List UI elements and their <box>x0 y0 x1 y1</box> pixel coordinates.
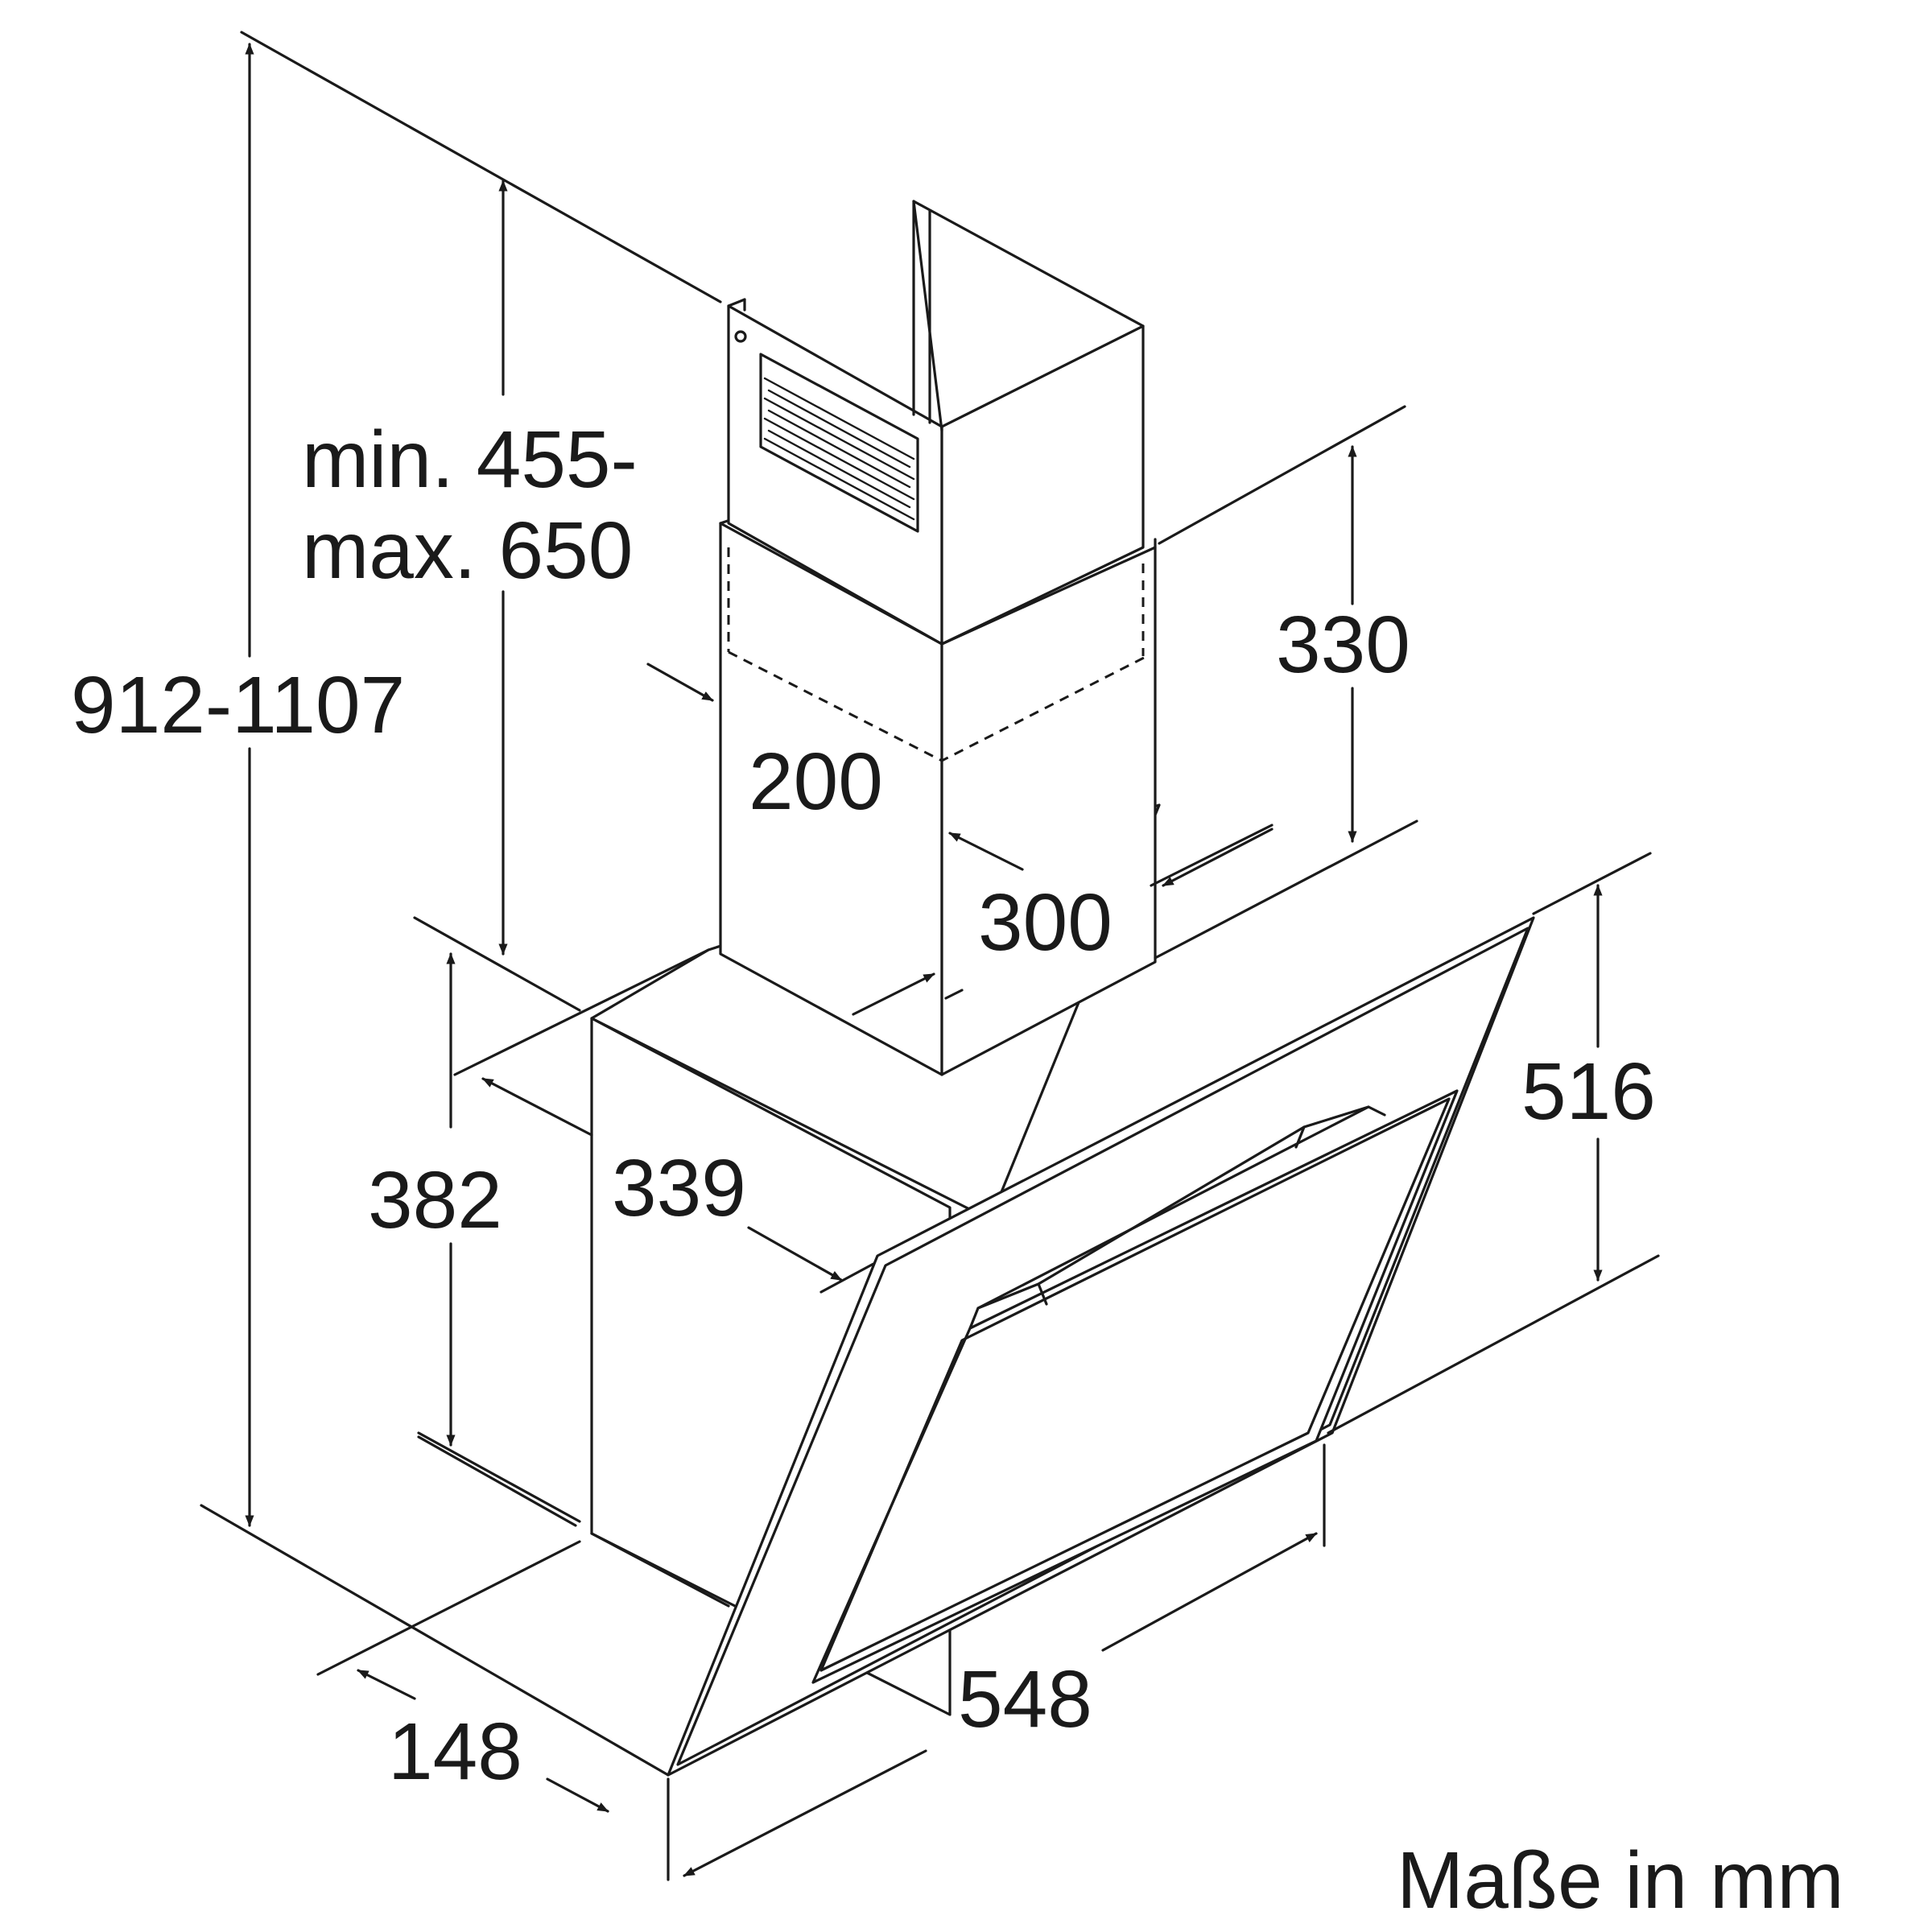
lower-duct-side <box>940 546 1157 1076</box>
chimney <box>719 200 1157 1076</box>
label-body-depth: 339 <box>612 1143 746 1233</box>
label-chimney-range-max: max. 650 <box>302 506 633 596</box>
label-body-height: 382 <box>368 1155 502 1245</box>
units-note: Maße in mm <box>1397 1835 1844 1926</box>
label-glass-height: 516 <box>1521 1046 1656 1137</box>
label-bottom-depth: 148 <box>388 1707 522 1797</box>
dimension-lines <box>245 43 1603 1877</box>
dimension-labels: 912-1107 min. 455- max. 650 200 300 330 … <box>71 415 1844 1926</box>
label-total-height: 912-1107 <box>71 660 405 750</box>
bottom-depth-line-start <box>357 1669 416 1700</box>
width-line-start <box>683 1749 927 1877</box>
label-chimney-range-min: min. 455- <box>302 415 638 505</box>
body-depth-line-start <box>481 1077 593 1137</box>
body-depth-line-end <box>747 1226 843 1282</box>
chimney-width-arrow-lower <box>852 972 935 1016</box>
chimney-width-arrow-right <box>1162 828 1274 887</box>
label-chimney-upper-height: 330 <box>1276 600 1410 690</box>
overlap-dashed-line <box>728 650 1148 762</box>
chimney-depth-arrow <box>646 663 714 702</box>
chimney-width-arrow-left <box>948 832 1024 871</box>
glass-panel <box>667 916 1535 1777</box>
bottom-depth-line-end <box>546 1777 609 1813</box>
extension-lines <box>200 31 1660 1881</box>
label-chimney-depth: 200 <box>749 737 883 827</box>
label-hood-width: 548 <box>958 1654 1092 1744</box>
label-chimney-width: 300 <box>978 877 1113 968</box>
width-line-end <box>1101 1532 1318 1652</box>
vent-grille <box>759 353 919 533</box>
